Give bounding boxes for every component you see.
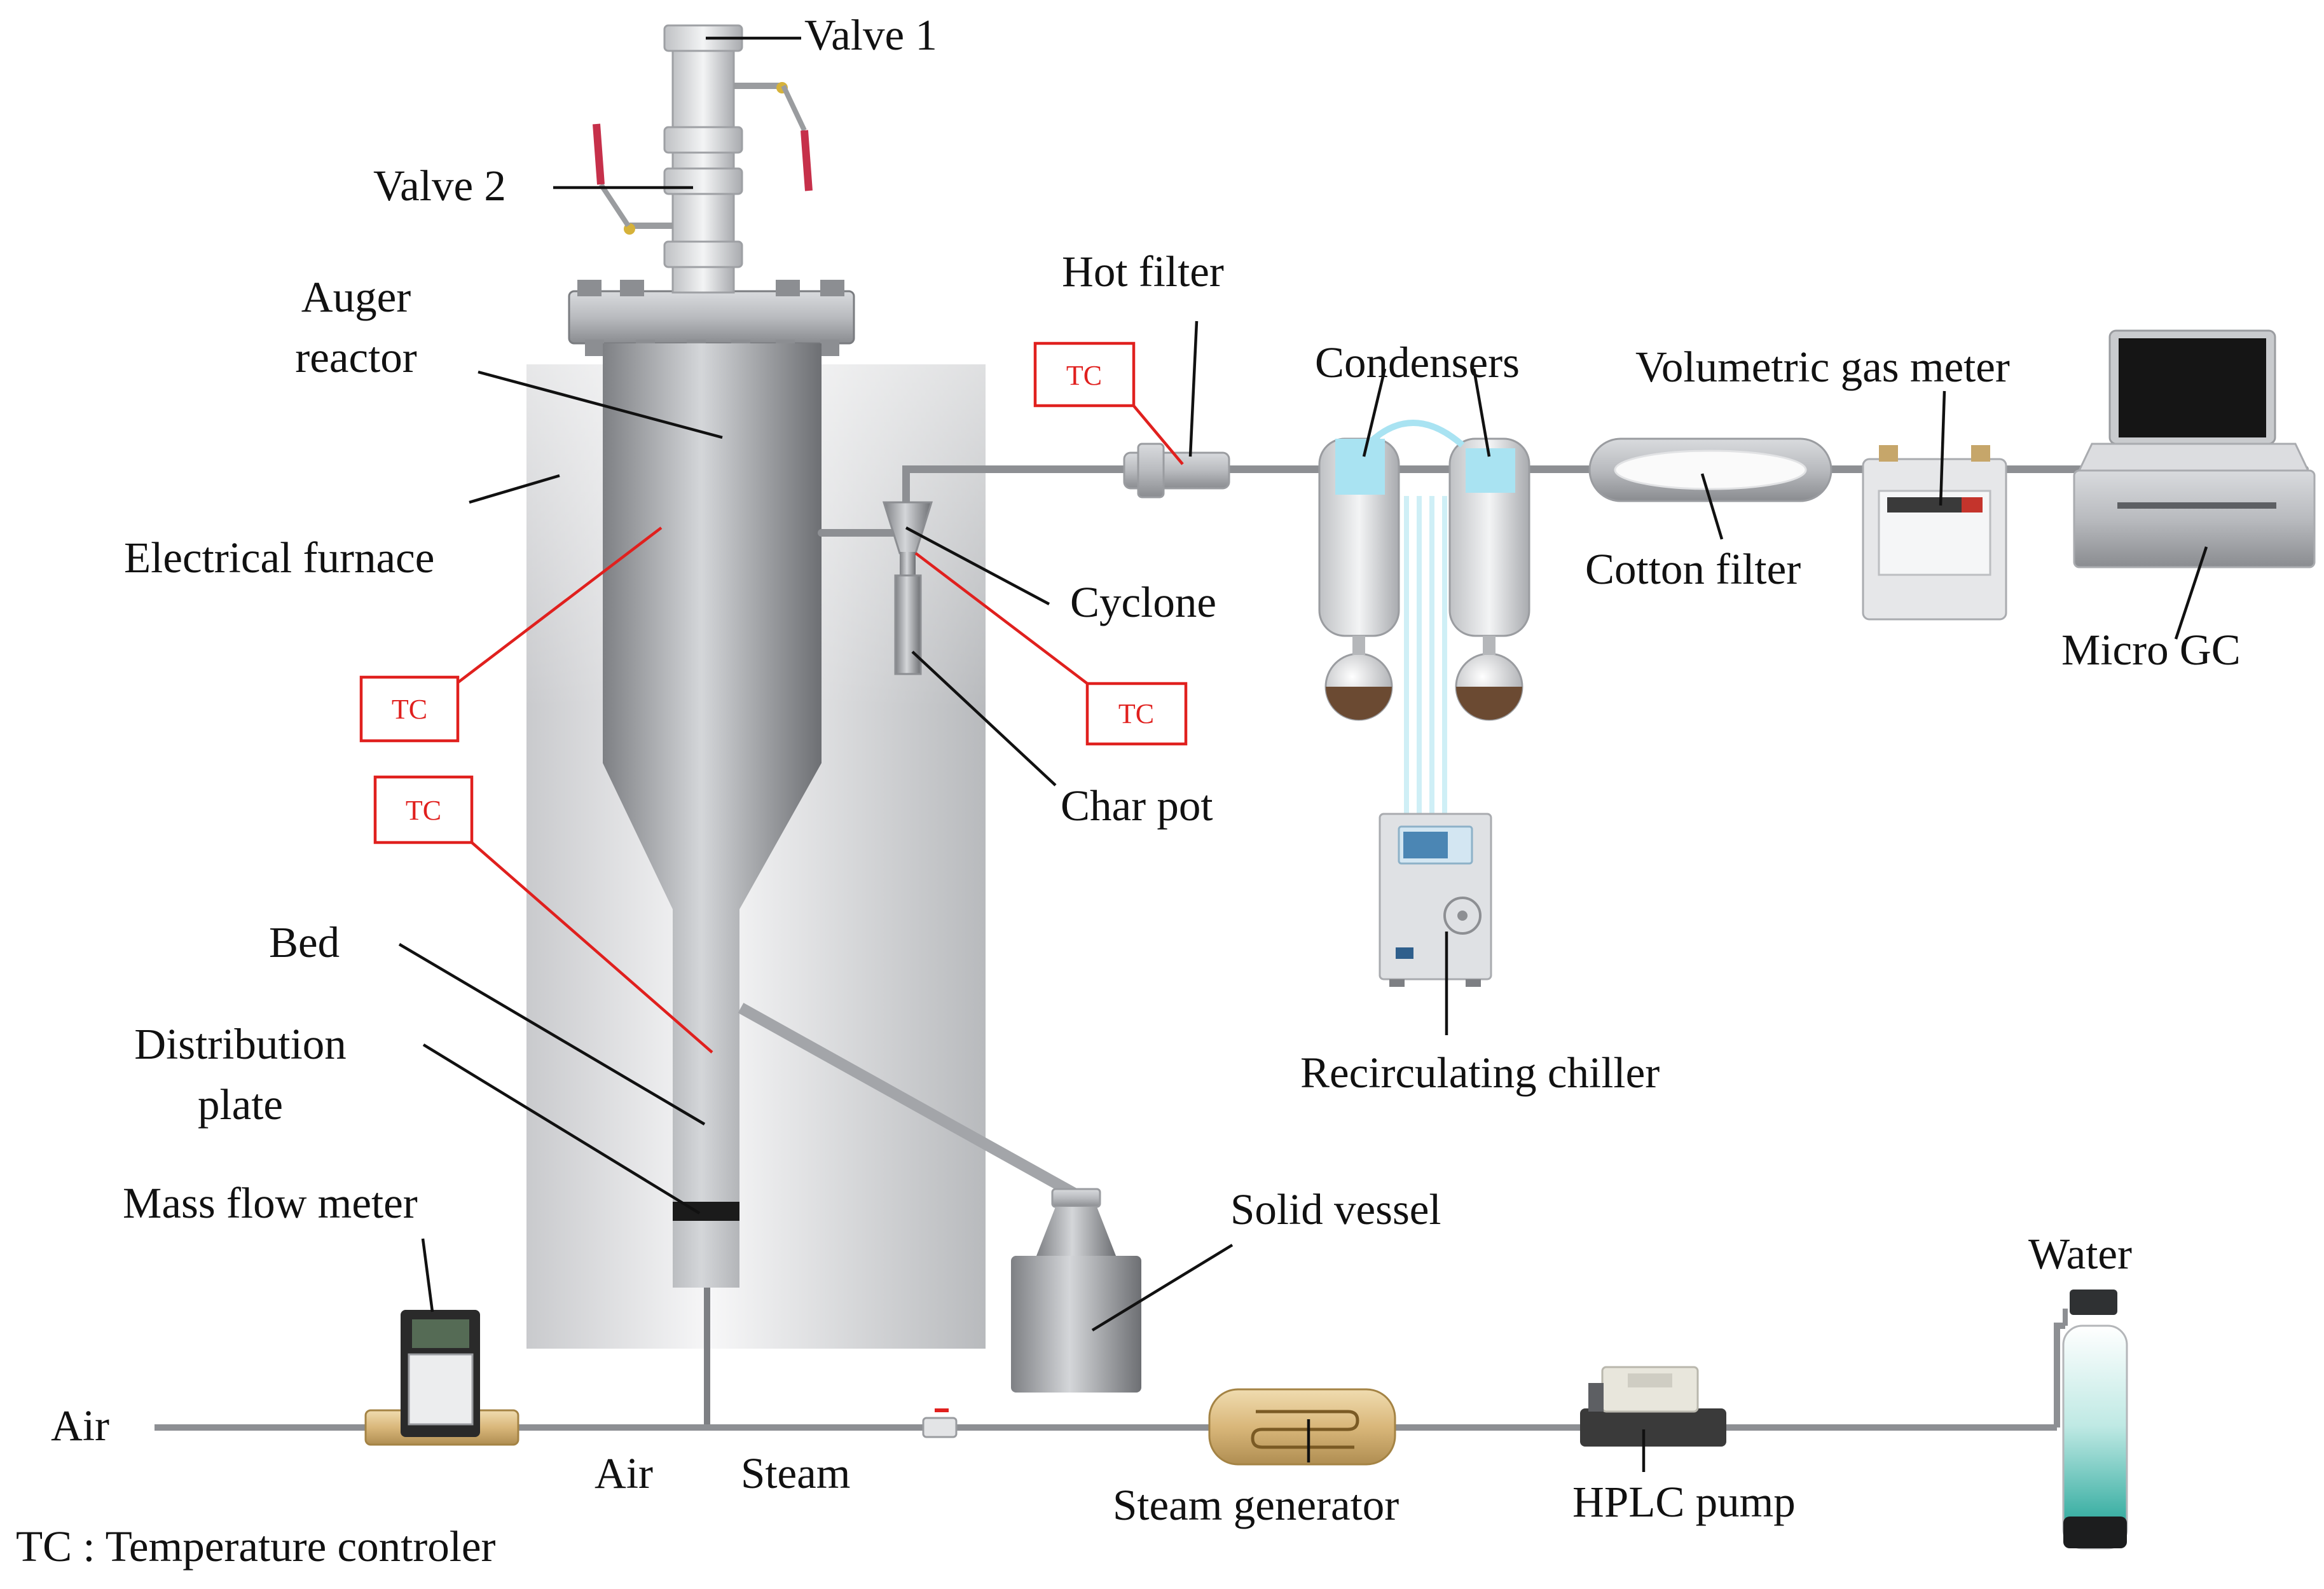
tc-label-reactor: TC [392, 694, 427, 725]
label-solid-vessel: Solid vessel [1230, 1185, 1441, 1234]
hot-filter [1123, 443, 1230, 499]
label-distribution-plate-line1: Distribution [134, 1020, 347, 1068]
labels: Valve 1 Valve 2 Auger reactor Electrical… [16, 11, 2241, 1571]
label-micro-gc: Micro GC [2061, 626, 2241, 674]
recirculating-chiller [1379, 813, 1492, 987]
tc-box-reactor [359, 675, 460, 743]
label-auger-reactor-line1: Auger [301, 273, 411, 321]
char-pot [894, 574, 922, 675]
leader-lines [398, 36, 2208, 1472]
label-steam: Steam [741, 1449, 850, 1497]
solids-downcomer [738, 1003, 1081, 1200]
tc-box-bed [373, 775, 474, 844]
label-auger-reactor-line2: reactor [295, 333, 417, 382]
micro-gc-laptop [2073, 329, 2316, 568]
condensers [1318, 420, 1530, 820]
label-valve-1: Valve 1 [804, 11, 937, 59]
hplc-pump [1580, 1366, 1726, 1447]
tc-indicators: TC TC TC TC [359, 341, 1188, 1054]
label-water: Water [2028, 1230, 2132, 1278]
feed-valve [922, 1408, 958, 1438]
label-cyclone: Cyclone [1070, 578, 1216, 626]
label-hplc-pump: HPLC pump [1572, 1478, 1796, 1526]
label-bed: Bed [269, 918, 340, 966]
tc-label-bed: TC [406, 795, 441, 826]
label-condensers: Condensers [1315, 338, 1520, 387]
label-valve-2: Valve 2 [373, 162, 506, 210]
gas-outlet-piping [818, 465, 2309, 537]
label-volumetric-gas-meter: Volumetric gas meter [1635, 343, 2010, 391]
label-char-pot: Char pot [1061, 781, 1213, 830]
label-legend-tc: TC : Temperature controler [16, 1522, 496, 1571]
auger-reactor [568, 280, 855, 1424]
tc-box-cyclone [1085, 682, 1188, 746]
label-mass-flow-meter: Mass flow meter [123, 1179, 418, 1227]
valve-1-handle [801, 130, 813, 191]
steam-generator [1208, 1388, 1396, 1466]
valve-2-handle [593, 123, 605, 185]
label-steam-generator: Steam generator [1113, 1481, 1399, 1529]
tc-box-hot-filter [1033, 341, 1136, 408]
label-distribution-plate-line2: plate [198, 1080, 283, 1129]
mass-flow-meter [364, 1310, 519, 1446]
label-air-left: Air [51, 1401, 109, 1450]
label-electrical-furnace: Electrical furnace [124, 533, 434, 582]
label-hot-filter: Hot filter [1062, 247, 1224, 296]
label-recirculating-chiller: Recirculating chiller [1300, 1049, 1660, 1097]
water-tank [2062, 1290, 2128, 1550]
tc-label-cyclone: TC [1118, 698, 1154, 729]
solid-vessel [1011, 1188, 1141, 1393]
tc-label-hot-filter: TC [1066, 360, 1102, 391]
label-air-inlet: Air [595, 1449, 653, 1497]
cotton-filter [1588, 437, 1832, 502]
valve-assembly [593, 24, 813, 294]
volumetric-gas-meter [1862, 445, 2007, 621]
label-cotton-filter: Cotton filter [1585, 545, 1801, 593]
